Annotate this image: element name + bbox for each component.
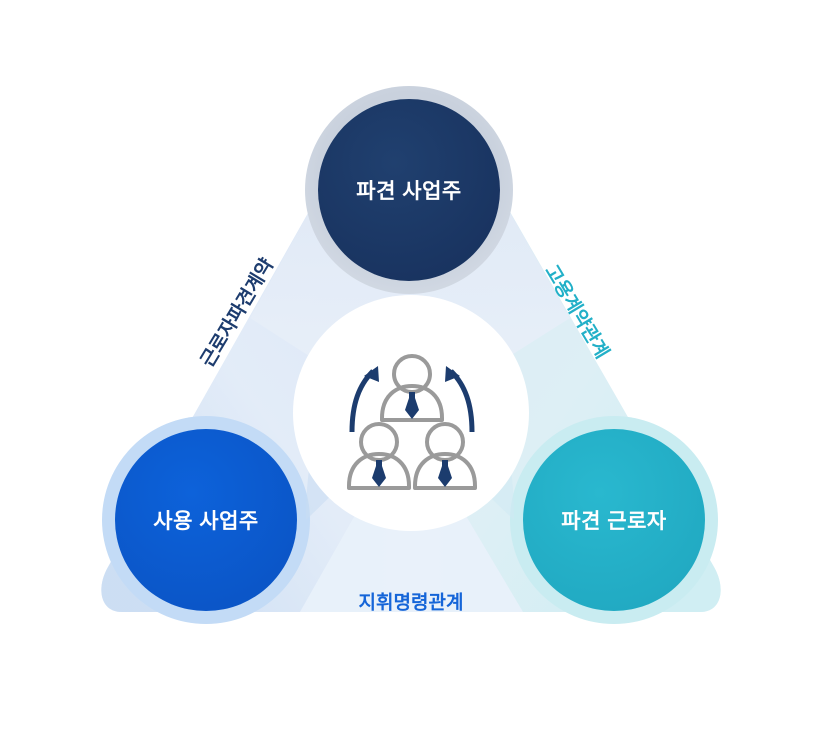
node-using-employer[interactable]	[115, 429, 297, 611]
node-dispatch-employer[interactable]	[318, 99, 500, 281]
person-figure-bottom-left	[347, 422, 411, 490]
person-figure-bottom-right	[413, 422, 477, 490]
arrow-left-up-icon	[349, 366, 379, 433]
edge-label-bottom-command-relationship: 지휘명령관계	[358, 592, 464, 614]
arrow-right-up-icon	[445, 366, 475, 433]
person-figure-top	[380, 354, 444, 422]
three-people-with-arrows-icon	[347, 354, 477, 490]
node-dispatched-worker[interactable]	[523, 429, 705, 611]
